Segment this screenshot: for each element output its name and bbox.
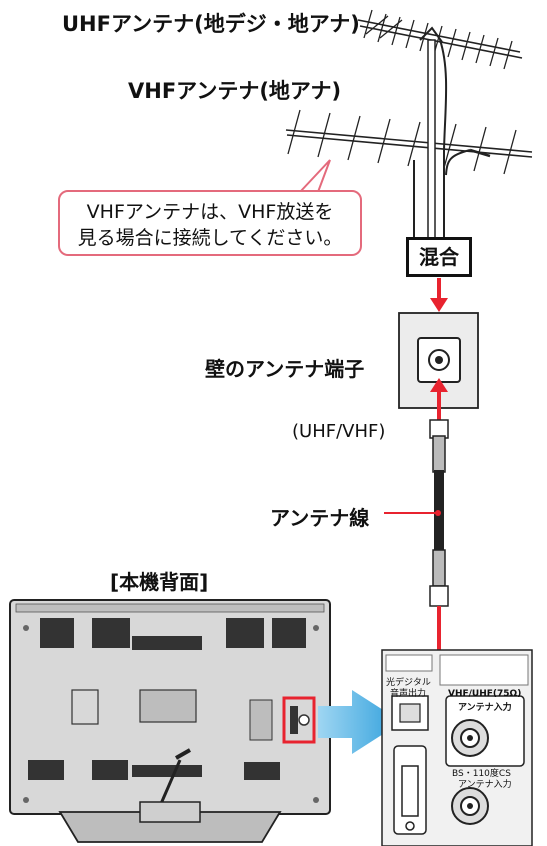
antenna-input-label-2: アンテナ入力 (458, 780, 512, 790)
note-line-2: 見る場合に接続してください。 (77, 227, 343, 249)
antenna-mast (413, 39, 471, 241)
vhf-uhf-input-label: VHF/UHF(75Ω) (448, 689, 522, 699)
tv-rear (9, 599, 331, 843)
mixer-label: 混合 (406, 237, 472, 277)
signal-arrow-up (430, 378, 448, 392)
audio-out-label: 音声出力 (390, 689, 427, 699)
plug-type-label: (UHF/VHF) (292, 421, 386, 442)
note-line-1: VHFアンテナは、VHF放送を (86, 201, 334, 223)
antenna-cable-icon (384, 419, 449, 607)
note-callout-tail (297, 159, 331, 193)
optical-label: 光デジタル (386, 678, 431, 688)
wall-terminal-label: 壁のアンテナ端子 (205, 357, 365, 381)
signal-arrow-down (430, 298, 448, 312)
uhf-antenna-label: UHFアンテナ(地デジ・地アナ) (62, 12, 360, 36)
tv-terminal-panel (381, 649, 533, 846)
rear-view-label: [本機背面] (110, 570, 209, 594)
uhf-antenna-icon (357, 9, 523, 70)
bs-cs-label: BS・110度CS (452, 769, 511, 779)
zoom-arrow-icon (318, 690, 402, 754)
vhf-antenna-icon (285, 109, 533, 175)
vhf-antenna-label: VHFアンテナ(地アナ) (128, 79, 342, 103)
antenna-input-label-1: アンテナ入力 (458, 703, 512, 713)
vhf-note-callout: VHFアンテナは、VHF放送を 見る場合に接続してください。 (58, 190, 362, 256)
antenna-cable-label: アンテナ線 (270, 506, 370, 530)
